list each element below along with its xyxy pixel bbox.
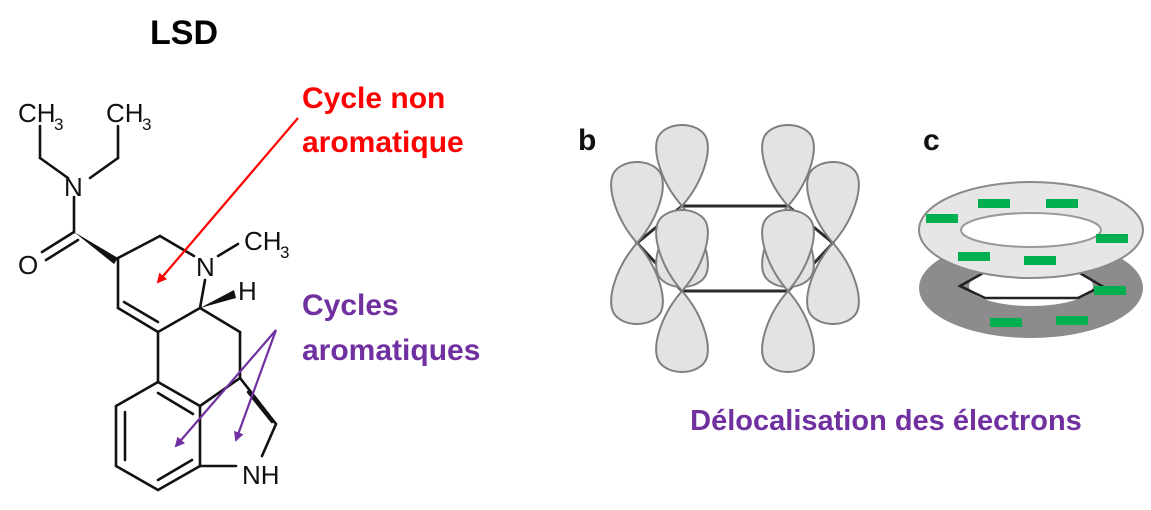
- aromatic-label-line2: aromatiques: [302, 334, 480, 367]
- p-orbital-lobe-down: [610, 242, 664, 325]
- delocalization-caption: Délocalisation des électrons: [690, 405, 1082, 437]
- p-orbital-diagram: [610, 124, 860, 373]
- electron-marker: [1046, 199, 1078, 208]
- p-orbital-1: [610, 161, 664, 325]
- aromatic-annotation: Cycles aromatiques: [174, 289, 480, 448]
- electron-marker: [926, 214, 958, 223]
- p-orbital-lobe-up: [761, 124, 815, 207]
- electron-marker: [1056, 316, 1088, 325]
- atom-ch3-right-sub: 3: [142, 115, 151, 134]
- aromatic-arrow-pyrrole: [234, 329, 278, 442]
- atom-ch3-left-sub: 3: [54, 115, 63, 134]
- electron-marker: [958, 252, 990, 261]
- atom-o-carbonyl: O: [18, 250, 38, 280]
- upper-ring-hole: [960, 212, 1102, 248]
- non-aromatic-arrow: [156, 117, 299, 284]
- p-orbital-lobe-down: [806, 242, 860, 325]
- non-aromatic-annotation: Cycle non aromatique: [156, 82, 464, 284]
- electron-marker: [990, 318, 1022, 327]
- aromatic-label-line1: Cycles: [302, 289, 399, 322]
- non-aromatic-label-line1: Cycle non: [302, 82, 445, 115]
- electron-cloud-diagram: [918, 181, 1144, 338]
- aromatic-arrow-benzene: [174, 329, 277, 448]
- electron-marker: [1096, 234, 1128, 243]
- electron-marker: [1024, 256, 1056, 265]
- atom-ch3-right: CH: [106, 98, 144, 128]
- electron-marker: [1094, 286, 1126, 295]
- lsd-skeleton: [38, 124, 278, 492]
- atom-h-stereo: H: [238, 276, 257, 306]
- non-aromatic-label-line2: aromatique: [302, 126, 464, 159]
- p-orbital-lobe-up: [655, 124, 709, 207]
- atom-nh-indole: NH: [242, 460, 280, 490]
- p-orbital-4: [806, 161, 860, 325]
- panel-b-label: b: [578, 124, 596, 157]
- atom-labels: CH 3 CH 3 N O N CH 3 H NH: [18, 98, 289, 490]
- atom-n-amide: N: [64, 172, 83, 202]
- atom-ch3-left: CH: [18, 98, 56, 128]
- atom-n-ring: N: [196, 252, 215, 282]
- panel-c-label: c: [923, 124, 940, 157]
- electron-marker: [978, 199, 1010, 208]
- atom-ch3-nmethyl-sub: 3: [280, 243, 289, 262]
- atom-ch3-nmethyl: CH: [244, 226, 282, 256]
- molecule-title: LSD: [150, 14, 218, 52]
